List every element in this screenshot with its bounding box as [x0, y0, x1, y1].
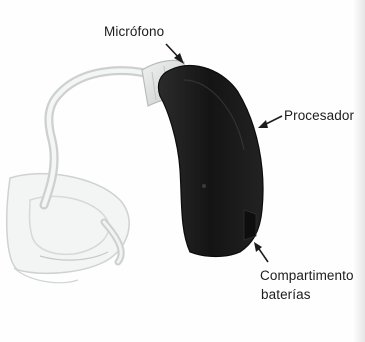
- arrow-icon: [166, 44, 184, 64]
- label-microphone: Micrófono: [104, 24, 164, 40]
- arrow-icon: [258, 116, 282, 128]
- label-battery-compartment: Compartimento: [260, 268, 354, 284]
- label-batteries: baterías: [261, 287, 311, 303]
- label-processor: Procesador: [284, 108, 354, 124]
- arrow-icon: [254, 242, 268, 262]
- page-edge-shadow: [353, 0, 365, 342]
